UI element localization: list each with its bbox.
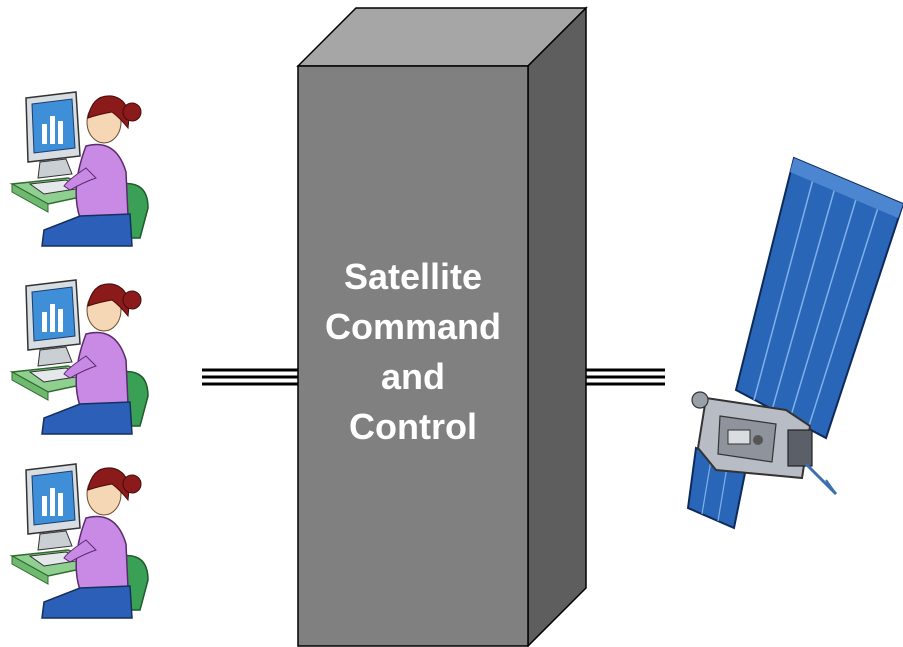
operator-at-computer-icon — [8, 88, 158, 248]
command-control-block — [296, 6, 588, 647]
solar-panel-upper-icon — [734, 156, 903, 440]
block-label-line-4: Control — [349, 406, 477, 447]
satellite-icon — [686, 156, 903, 530]
block-label-line-3: and — [380, 356, 445, 397]
block-side-face — [527, 6, 587, 647]
block-label: Satellite Command and Control — [300, 252, 526, 452]
block-front-face — [297, 65, 529, 647]
operator-at-computer-icon — [8, 460, 158, 620]
block-label-line-1: Satellite — [343, 256, 483, 297]
block-label-line-2: Command — [324, 306, 501, 347]
left-connector — [202, 368, 298, 386]
operator-at-computer-icon — [8, 276, 158, 436]
